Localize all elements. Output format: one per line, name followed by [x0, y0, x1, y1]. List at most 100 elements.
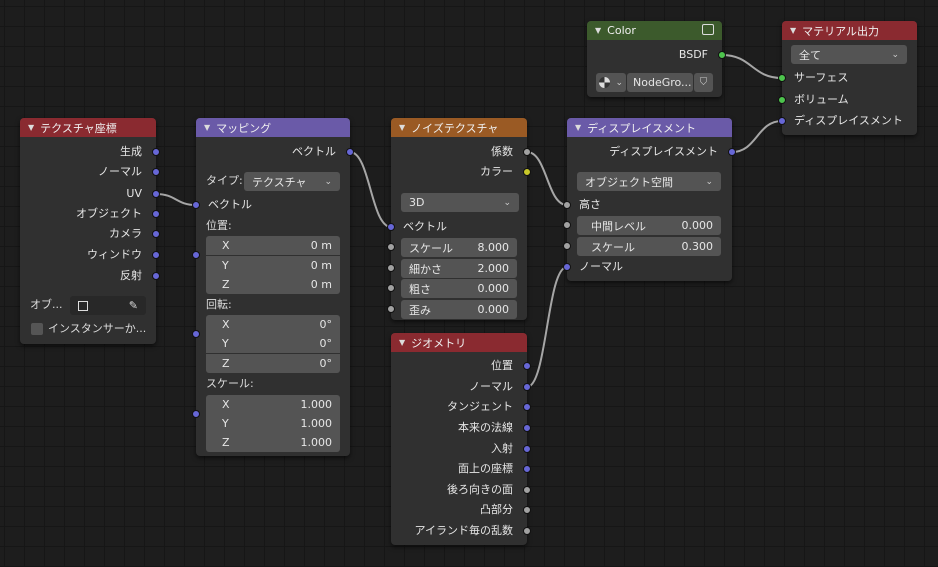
dimensions-value: 3D — [409, 196, 425, 209]
fake-user-button[interactable]: ⛉ — [694, 73, 713, 92]
node-header[interactable]: ▼ ディスプレイスメント — [567, 118, 732, 137]
socket-scale[interactable] — [563, 242, 571, 250]
link-displacement-to-material-output[interactable] — [731, 120, 783, 153]
socket-bsdf[interactable] — [718, 51, 726, 59]
socket-normal[interactable] — [152, 168, 160, 176]
socket-location[interactable] — [192, 251, 200, 259]
socket-reflection[interactable] — [152, 272, 160, 280]
link-uv-to-mapping-vector[interactable] — [155, 193, 197, 206]
collapse-triangle-icon[interactable]: ▼ — [790, 26, 797, 35]
socket-factor[interactable] — [523, 148, 531, 156]
axis-label: X — [222, 239, 230, 252]
node-header[interactable]: ▼ ノイズテクスチャ — [391, 118, 527, 137]
node-geometry[interactable]: ▼ ジオメトリ 位置 ノーマル タンジェント 本来の法線 入射 面上の座標 後ろ… — [391, 333, 531, 545]
socket-midlevel[interactable] — [563, 221, 571, 229]
node-header[interactable]: ▼ マテリアル出力 — [782, 21, 917, 40]
socket-pointiness[interactable] — [523, 506, 531, 514]
eyedropper-icon[interactable]: ✎ — [128, 299, 138, 312]
output-uv: UV — [126, 187, 142, 200]
node-displacement[interactable]: ▼ ディスプレイスメント ディスプレイスメント オブジェクト空間 ⌄ 高さ 中間… — [563, 118, 736, 281]
space-dropdown[interactable]: オブジェクト空間 ⌄ — [577, 172, 721, 191]
socket-surface[interactable] — [778, 74, 786, 82]
node-header[interactable]: ▼ マッピング — [196, 118, 350, 137]
socket-object[interactable] — [152, 210, 160, 218]
collapse-triangle-icon[interactable]: ▼ — [204, 123, 211, 132]
socket-random-per-island[interactable] — [523, 527, 531, 535]
target-value: 全て — [799, 48, 821, 62]
link-bsdf-to-surface[interactable] — [721, 54, 783, 79]
object-field[interactable]: ✎ — [70, 296, 146, 315]
socket-scale[interactable] — [192, 410, 200, 418]
socket-rotation[interactable] — [192, 330, 200, 338]
node-texture-coordinate[interactable]: ▼ テクスチャ座標 生成 ノーマル UV オブジェクト カメラ ウィンドウ 反射… — [20, 118, 160, 344]
socket-vector-out[interactable] — [346, 148, 354, 156]
socket-uv[interactable] — [152, 190, 160, 198]
node-material-output[interactable]: ▼ マテリアル出力 全て ⌄ サーフェス ボリューム ディスプレイスメント — [778, 21, 917, 135]
node-header[interactable]: ▼ Color — [587, 21, 722, 40]
socket-normal[interactable] — [563, 263, 571, 271]
link-geometry-normal-to-displacement-normal[interactable] — [526, 266, 568, 388]
socket-height[interactable] — [563, 201, 571, 209]
target-dropdown[interactable]: 全て ⌄ — [791, 45, 907, 64]
socket-normal[interactable] — [523, 383, 531, 391]
socket-volume[interactable] — [778, 96, 786, 104]
type-value: テクスチャ — [252, 175, 307, 189]
socket-detail[interactable] — [387, 264, 395, 272]
node-color-group[interactable]: ▼ Color BSDF ⌄ NodeGro... ⛉ — [587, 21, 726, 97]
socket-incoming[interactable] — [523, 445, 531, 453]
browse-node-group-button[interactable]: ⌄ — [596, 73, 626, 92]
link-noise-factor-to-displacement-height[interactable] — [526, 151, 568, 206]
socket-scale[interactable] — [387, 243, 395, 251]
output-normal: ノーマル — [469, 380, 513, 393]
node-group-name-field[interactable]: NodeGro... — [627, 73, 693, 92]
socket-position[interactable] — [523, 362, 531, 370]
instancer-checkbox[interactable] — [31, 323, 43, 335]
field-value: 0.000 — [477, 303, 510, 316]
node-title: マッピング — [216, 121, 272, 135]
node-header[interactable]: ▼ テクスチャ座標 — [20, 118, 156, 137]
socket-color[interactable] — [523, 168, 531, 176]
socket-window[interactable] — [152, 251, 160, 259]
chevron-down-icon: ⌄ — [324, 176, 332, 187]
socket-vector-in[interactable] — [192, 201, 200, 209]
socket-displacement-in[interactable] — [778, 117, 786, 125]
socket-generated[interactable] — [152, 148, 160, 156]
socket-parametric[interactable] — [523, 465, 531, 473]
dimensions-dropdown[interactable]: 3D ⌄ — [401, 193, 519, 212]
collapse-triangle-icon[interactable]: ▼ — [28, 123, 35, 132]
socket-vector-in[interactable] — [387, 223, 395, 231]
socket-distortion[interactable] — [387, 305, 395, 313]
node-header[interactable]: ▼ ジオメトリ — [391, 333, 527, 352]
socket-tangent[interactable] — [523, 403, 531, 411]
socket-backfacing[interactable] — [523, 486, 531, 494]
link-mapping-to-noise-vector[interactable] — [349, 151, 392, 228]
collapse-triangle-icon[interactable]: ▼ — [399, 123, 406, 132]
socket-roughness[interactable] — [387, 284, 395, 292]
input-surface: サーフェス — [794, 71, 849, 84]
socket-displacement-out[interactable] — [728, 148, 736, 156]
type-dropdown[interactable]: テクスチャ ⌄ — [244, 172, 340, 191]
socket-true-normal[interactable] — [523, 424, 531, 432]
collapse-triangle-icon[interactable]: ▼ — [399, 338, 406, 347]
node-group-icon[interactable] — [702, 24, 714, 35]
collapse-triangle-icon[interactable]: ▼ — [595, 26, 602, 35]
collapse-triangle-icon[interactable]: ▼ — [575, 123, 582, 132]
socket-camera[interactable] — [152, 230, 160, 238]
